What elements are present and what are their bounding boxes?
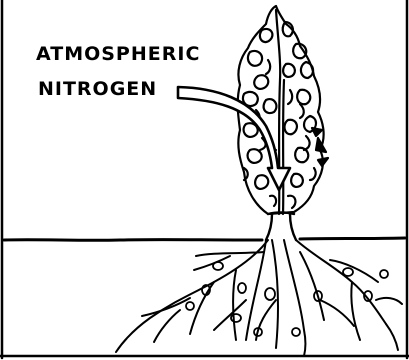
ground-line: [4, 238, 405, 240]
plant-roots: [116, 240, 402, 356]
label-atmospheric: ATMOSPHERIC: [36, 45, 200, 64]
nitrogen-flow-arrow: [178, 87, 290, 190]
plant-stem: [266, 213, 296, 241]
label-nitrogen: NITROGEN: [38, 80, 157, 99]
root-nodules: [186, 262, 388, 336]
